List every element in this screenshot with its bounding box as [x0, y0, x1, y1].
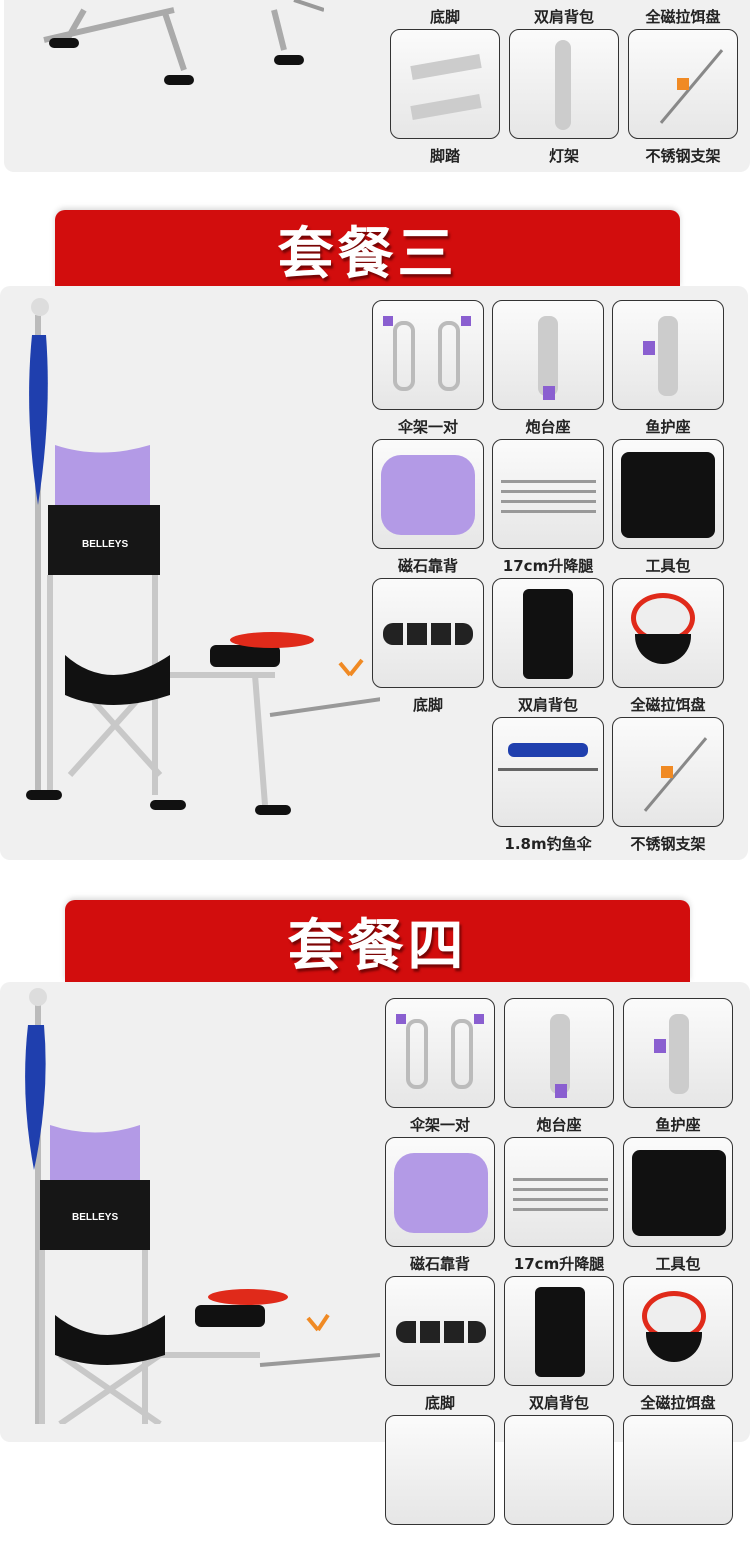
backrest-icon — [385, 1137, 495, 1247]
item-label: 1.8m钓鱼伞 — [504, 835, 592, 853]
rod-stand-icon — [628, 29, 738, 139]
brand-logo: BELLEYS — [72, 1212, 118, 1223]
package-item: 工具包 — [612, 439, 724, 578]
package-item: 双肩背包 — [492, 578, 604, 717]
bait-tray-icon — [623, 1276, 733, 1386]
item-label: 鱼护座 — [655, 1116, 701, 1134]
package-item: 1.8m钓鱼伞 — [492, 717, 604, 856]
package-item: 灯架 — [509, 29, 619, 168]
package-item: 双肩背包 — [504, 1276, 614, 1415]
package-item: 全磁拉饵盘 — [628, 0, 738, 29]
package-item: 炮台座 — [504, 998, 614, 1137]
package-item: 炮台座 — [492, 300, 604, 439]
package-item: 不锈钢支架 — [612, 717, 724, 856]
feet-icon — [385, 1276, 495, 1386]
chair-with-umbrella-image: BELLEYS — [26, 298, 380, 815]
package-item: 底脚 — [390, 0, 500, 29]
package-item: 全磁拉饵盘 — [612, 578, 724, 717]
item-label: 工具包 — [655, 1255, 701, 1273]
legs-icon — [504, 1137, 614, 1247]
package-item: 磁石靠背 — [372, 439, 484, 578]
tool-bag-icon — [623, 1137, 733, 1247]
footrest-icon — [390, 29, 500, 139]
item-label: 全磁拉饵盘 — [640, 1394, 716, 1412]
blank-icon — [623, 1415, 733, 1525]
item-label: 双肩背包 — [528, 1394, 589, 1412]
item-label: 底脚 — [424, 1394, 455, 1412]
tool-bag-icon — [612, 439, 724, 549]
package-item: 17cm升降腿 — [504, 1137, 614, 1276]
turret-mount-icon — [504, 998, 614, 1108]
blank-icon — [504, 1415, 614, 1525]
chair-image — [43, 0, 324, 85]
package-two-items: 底脚 双肩背包 全磁拉饵盘脚踏 灯架 不锈钢支架 — [390, 0, 738, 168]
item-label: 底脚 — [412, 696, 443, 714]
lamp-holder-icon — [509, 29, 619, 139]
blank-icon — [385, 1415, 495, 1525]
item-label: 双肩背包 — [533, 8, 594, 26]
umbrella-icon — [492, 717, 604, 827]
net-mount-icon — [612, 300, 724, 410]
package-item: 底脚 — [372, 578, 484, 717]
package-item: 双肩背包 — [509, 0, 619, 29]
backrest-icon — [372, 439, 484, 549]
item-label: 双肩背包 — [517, 696, 578, 714]
package-item — [504, 1415, 614, 1554]
empty-slot — [372, 717, 484, 856]
item-label: 全磁拉饵盘 — [630, 696, 706, 714]
bait-tray-icon — [612, 578, 724, 688]
turret-mount-icon — [492, 300, 604, 410]
package-item: 伞架一对 — [372, 300, 484, 439]
package-item: 不锈钢支架 — [628, 29, 738, 168]
package-item — [623, 1415, 733, 1554]
item-label: 磁石靠背 — [397, 557, 458, 575]
item-label: 工具包 — [645, 557, 691, 575]
item-label: 伞架一对 — [397, 418, 458, 436]
item-label: 不锈钢支架 — [630, 835, 706, 853]
backpack-icon — [504, 1276, 614, 1386]
item-label: 鱼护座 — [645, 418, 691, 436]
item-label: 底脚 — [429, 8, 460, 26]
item-label: 脚踏 — [429, 147, 460, 165]
package-item: 全磁拉饵盘 — [623, 1276, 733, 1415]
net-mount-icon — [623, 998, 733, 1108]
item-label: 伞架一对 — [409, 1116, 470, 1134]
package-item: 底脚 — [385, 1276, 495, 1415]
item-label: 炮台座 — [525, 418, 571, 436]
item-label: 17cm升降腿 — [502, 557, 594, 575]
package-item — [385, 1415, 495, 1554]
item-label: 17cm升降腿 — [513, 1255, 605, 1273]
item-label: 炮台座 — [536, 1116, 582, 1134]
package-four-banner: 套餐四 — [65, 900, 690, 982]
backpack-icon — [492, 578, 604, 688]
rod-stand-icon — [612, 717, 724, 827]
item-label: 磁石靠背 — [409, 1255, 470, 1273]
package-three-title: 套餐三 — [277, 221, 458, 287]
umbrella-clamps-icon — [385, 998, 495, 1108]
package-three-items: 伞架一对 炮台座 鱼护座磁石靠背 17cm升降腿 工具包底脚 双肩背包 全磁拉饵盘 1.8m钓… — [372, 300, 724, 856]
chair-with-umbrella-image: BELLEYS — [25, 988, 380, 1424]
umbrella-clamps-icon — [372, 300, 484, 410]
package-four-title: 套餐四 — [287, 913, 468, 979]
feet-icon — [372, 578, 484, 688]
package-item: 鱼护座 — [623, 998, 733, 1137]
legs-icon — [492, 439, 604, 549]
item-label: 全磁拉饵盘 — [645, 8, 721, 26]
package-item: 脚踏 — [390, 29, 500, 168]
item-label: 不锈钢支架 — [645, 147, 721, 165]
package-two-panel — [4, 0, 750, 172]
item-label: 灯架 — [548, 147, 579, 165]
package-item: 鱼护座 — [612, 300, 724, 439]
package-item: 17cm升降腿 — [492, 439, 604, 578]
package-item: 磁石靠背 — [385, 1137, 495, 1276]
package-item: 工具包 — [623, 1137, 733, 1276]
package-item: 伞架一对 — [385, 998, 495, 1137]
package-three-banner: 套餐三 — [55, 210, 680, 288]
package-four-items: 伞架一对 炮台座 鱼护座磁石靠背 17cm升降腿 工具包底脚 双肩背包 全磁拉饵盘 — [385, 998, 733, 1554]
brand-logo: BELLEYS — [82, 539, 128, 550]
